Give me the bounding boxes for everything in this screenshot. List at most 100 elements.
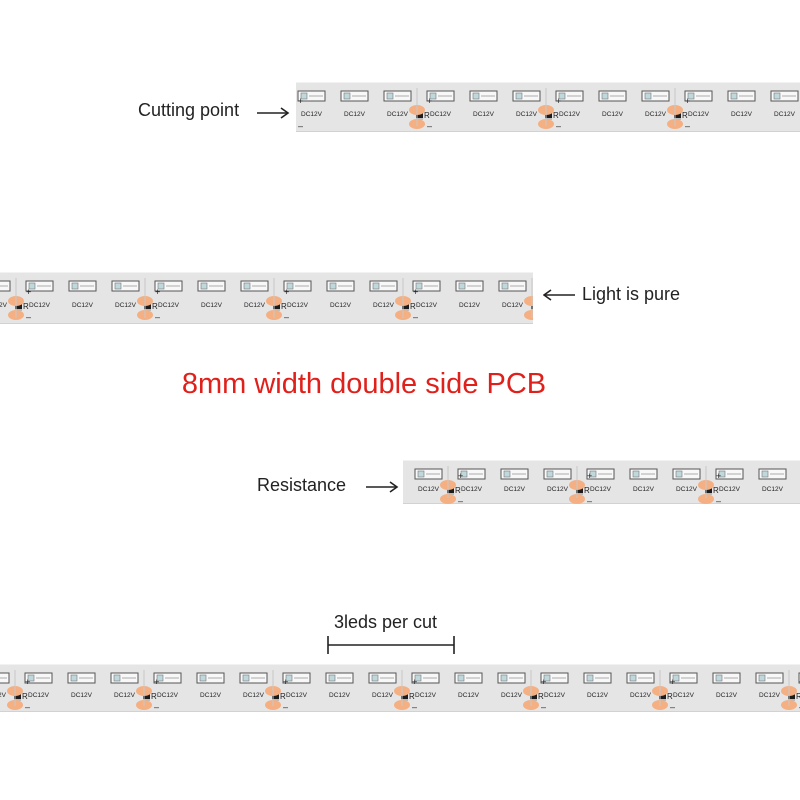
resistor-marking: R (22, 692, 28, 701)
minus-marking: – (25, 702, 30, 712)
pcb-segment: DC12V R (0, 280, 29, 311)
resistor-marking: R (424, 111, 430, 120)
voltage-marking: DC12V (330, 302, 352, 309)
voltage-marking: DC12V (286, 692, 308, 699)
voltage-marking: DC12V (71, 692, 93, 699)
plus-marking: + (458, 471, 463, 481)
voltage-marking: DC12V (430, 111, 452, 118)
resistor-marking: R (280, 692, 286, 701)
resistor-marking: R (281, 302, 287, 311)
led-strip-4: DC12VRDC12V+–DC12VDC12VRDC12V+–DC12VDC12… (0, 664, 800, 712)
page-title: 8mm width double side PCB (181, 368, 547, 400)
led-chip-icon (368, 672, 397, 684)
voltage-marking: DC12V (114, 692, 136, 699)
led-chip-icon (325, 672, 354, 684)
pcb-segment: DC12V (583, 672, 612, 699)
led-chip-icon (282, 672, 311, 684)
led-chip-icon (411, 672, 440, 684)
pcb-segment: DC12V (629, 468, 658, 493)
led-chip-icon (497, 672, 526, 684)
led-chip-icon (586, 468, 615, 480)
minus-marking: – (413, 312, 418, 322)
pcb-segment: DC12V (758, 468, 787, 493)
minus-marking: – (587, 496, 592, 504)
solder-pad-icon (440, 494, 456, 504)
pcb-segment: DC12V+– (266, 278, 312, 322)
led-chip-icon (500, 468, 529, 480)
voltage-marking: DC12V (0, 692, 7, 699)
voltage-marking: DC12V (329, 692, 351, 699)
pcb-segment: DC12V R (239, 672, 286, 701)
voltage-marking: DC12V (29, 302, 51, 309)
plus-marking: + (26, 287, 31, 297)
led-chip-icon (598, 90, 627, 102)
voltage-marking: DC12V (200, 692, 222, 699)
led-chip-icon (512, 90, 541, 102)
led-chip-icon (297, 90, 326, 102)
voltage-marking: DC12V (547, 486, 569, 493)
voltage-marking: DC12V (645, 111, 667, 118)
pcb-segment: DC12V (500, 468, 529, 493)
led-chip-icon (340, 90, 369, 102)
led-chip-icon (68, 280, 97, 292)
led-chip-icon (543, 468, 572, 480)
plus-marking: + (685, 96, 690, 106)
voltage-marking: DC12V (461, 486, 483, 493)
light-pure-label: Light is pure (582, 284, 681, 304)
solder-pad-icon (698, 494, 714, 504)
led-chip-icon (426, 90, 455, 102)
resistor-marking: R (455, 486, 461, 495)
pcb-segment: DC12V+– (538, 88, 584, 131)
plus-marking: + (284, 287, 289, 297)
led-chip-icon (641, 90, 670, 102)
arrow-left-icon (543, 289, 575, 301)
resistor-marking: R (23, 302, 29, 311)
pcb-segment: DC12V (326, 280, 355, 309)
resistor-marking: R (152, 302, 158, 311)
voltage-marking: DC12V (602, 111, 624, 118)
voltage-marking: DC12V (243, 692, 265, 699)
plus-marking: + (154, 677, 159, 687)
voltage-marking: DC12V (373, 302, 395, 309)
voltage-marking: DC12V (158, 302, 180, 309)
pcb-segment: DC12V+– (7, 670, 53, 712)
voltage-marking: DC12V (415, 692, 437, 699)
plus-marking: + (587, 471, 592, 481)
led-chip-icon (154, 280, 183, 292)
voltage-marking: DC12V (501, 692, 523, 699)
voltage-marking: DC12V (774, 111, 796, 118)
led-chip-icon (326, 280, 355, 292)
voltage-marking: DC12V (459, 302, 481, 309)
led-chip-icon (369, 280, 398, 292)
voltage-marking: DC12V (287, 302, 309, 309)
voltage-marking: DC12V (301, 111, 323, 118)
minus-marking: – (716, 496, 721, 504)
voltage-marking: DC12V (716, 692, 738, 699)
voltage-marking: DC12V (387, 111, 409, 118)
pcb-segment: DC12V+– (524, 278, 533, 320)
pcb-segment: DC12V (196, 672, 225, 699)
voltage-marking: DC12V (473, 111, 495, 118)
pcb-segment: DC12V (455, 280, 484, 309)
arrow-right-icon (257, 107, 290, 119)
pcb-segment: DC12V+– (265, 670, 311, 712)
voltage-marking: DC12V (719, 486, 741, 493)
resistor-marking: R (584, 486, 590, 495)
pcb-segment: DC12V (454, 672, 483, 699)
led-chip-icon (457, 468, 486, 480)
voltage-marking: DC12V (372, 692, 394, 699)
resistor-marking: R (409, 692, 415, 701)
voltage-marking: DC12V (0, 302, 8, 309)
led-chip-icon (469, 90, 498, 102)
solder-pad-icon (569, 494, 585, 504)
led-chip-icon (770, 90, 799, 102)
voltage-marking: DC12V (731, 111, 753, 118)
pcb-segment: DC12V (727, 90, 756, 118)
cutting-point-label: Cutting point (138, 100, 240, 120)
minus-marking: – (298, 121, 303, 131)
